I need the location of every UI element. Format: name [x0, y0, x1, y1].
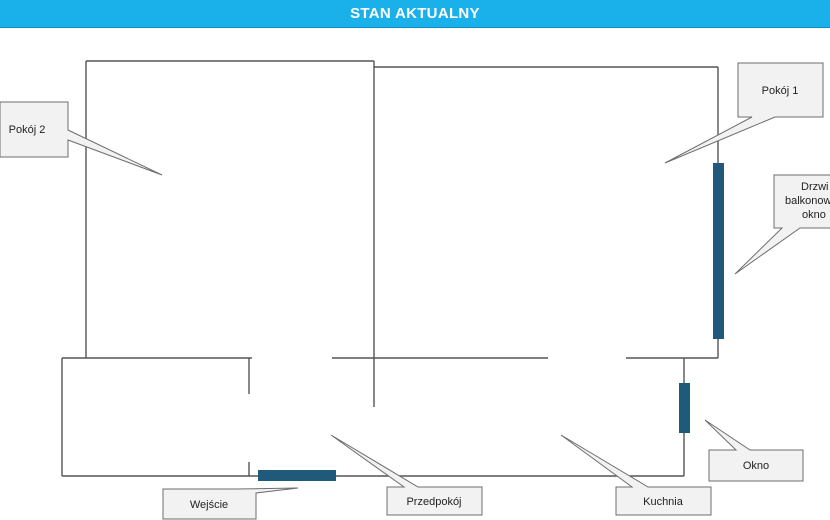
callout-wejscie: Wejście [162, 487, 299, 520]
label-okno: Okno [743, 460, 769, 472]
balcony-door-fixture [713, 163, 724, 339]
walls [61, 60, 719, 477]
callout-pokoj1: Pokój 1 [664, 62, 824, 164]
callout-pokoj2: Pokój 2 [0, 101, 163, 176]
window-fixture [679, 383, 690, 433]
label-pokoj2: Pokój 2 [9, 124, 46, 136]
callout-okno: Okno [704, 419, 804, 482]
callout-kuchnia: Kuchnia [560, 434, 712, 516]
label-kuchnia: Kuchnia [643, 496, 684, 508]
page-title: STAN AKTUALNY [350, 5, 480, 22]
label-pokoj1: Pokój 1 [762, 85, 799, 97]
header-bar: STAN AKTUALNY [0, 0, 830, 28]
callout-drzwi-balkonowe: Drzwi balkonowe okno [734, 174, 830, 275]
callout-przedpokoj: Przedpokój [330, 434, 483, 516]
label-drzwi-line3: okno [802, 209, 826, 221]
label-przedpokoj: Przedpokój [406, 496, 461, 508]
label-wejscie: Wejście [190, 499, 228, 511]
label-drzwi-line1: Drzwi [801, 181, 829, 193]
label-drzwi-line2: balkonowe [785, 195, 830, 207]
entrance-door-fixture [258, 470, 336, 481]
